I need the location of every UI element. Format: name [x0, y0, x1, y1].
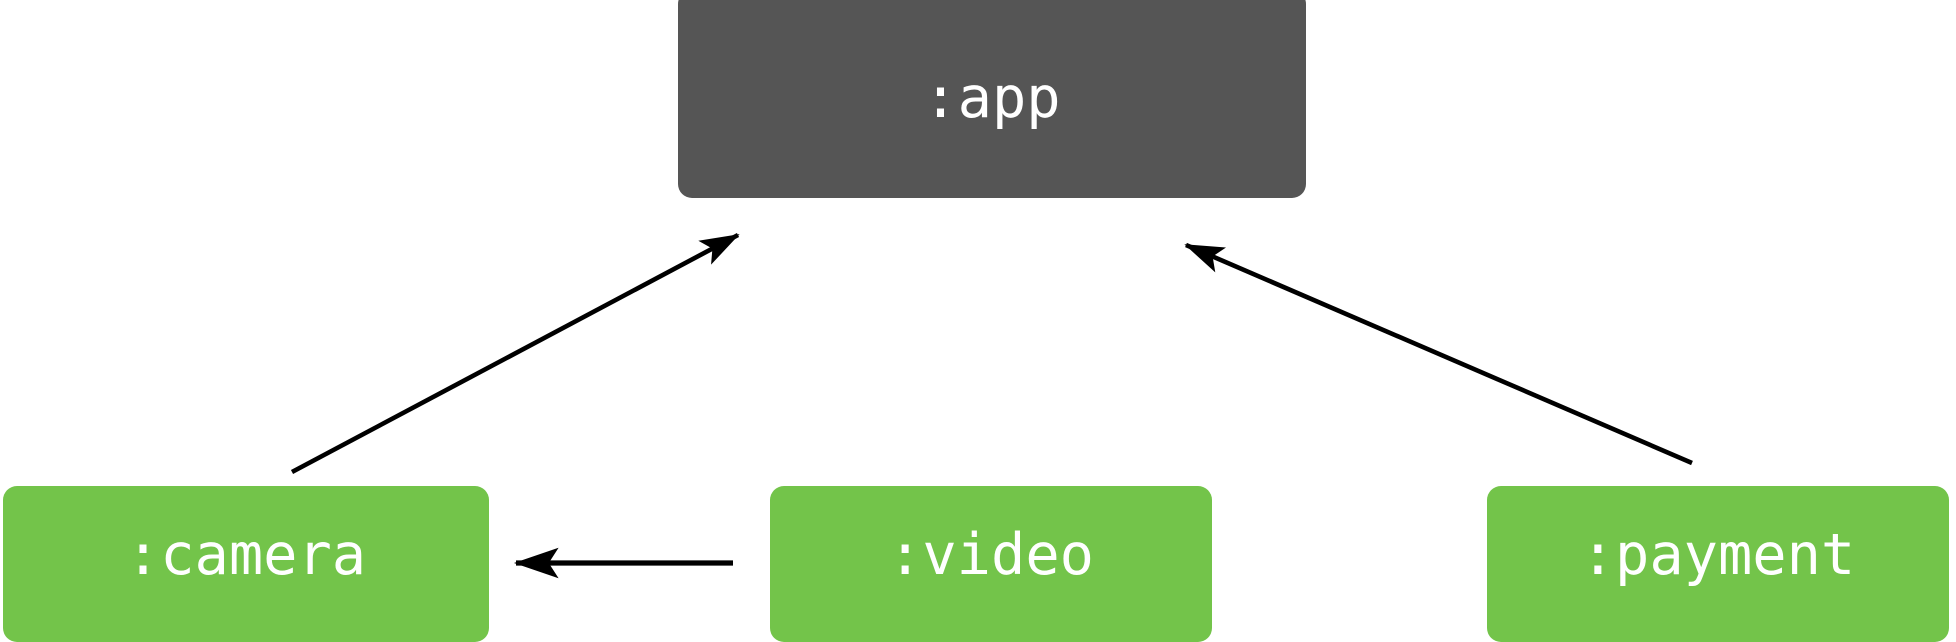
node-video[interactable]: :video: [770, 486, 1212, 642]
node-payment[interactable]: :payment: [1487, 486, 1949, 642]
node-video-label: :video: [888, 521, 1094, 588]
node-app[interactable]: :app: [678, 0, 1306, 198]
edge-camera-to-app: [290, 232, 740, 475]
node-camera[interactable]: :camera: [3, 486, 489, 642]
node-payment-label: :payment: [1580, 521, 1856, 588]
edge-payment-to-app: [1184, 242, 1693, 466]
node-camera-label: :camera: [125, 521, 367, 588]
node-app-label: :app: [923, 64, 1061, 131]
